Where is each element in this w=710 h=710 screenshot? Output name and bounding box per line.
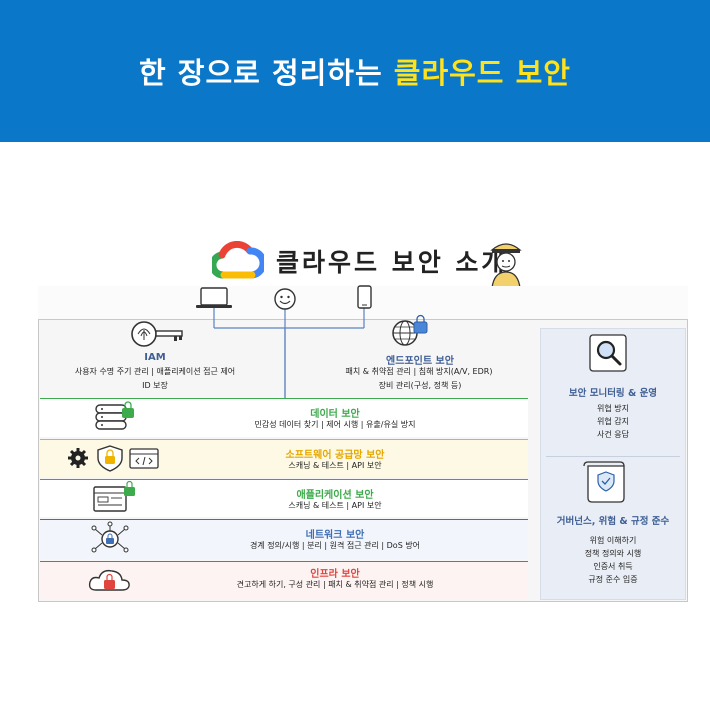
phone-icon (357, 285, 372, 309)
monitoring-item-1: 위협 방지 (597, 404, 629, 413)
layer-infra-desc: 견고하게 하기, 구성 관리 | 패치 & 취약점 관리 | 정책 시행 (236, 580, 434, 589)
banner-title-prefix: 한 장으로 정리하는 (139, 56, 394, 90)
iam-title: IAM (144, 352, 166, 363)
endpoint-title: 엔드포인트 보안 (386, 356, 454, 367)
governance-item-4: 규정 준수 입증 (588, 575, 638, 584)
layer-supply-chain-title: 소프트웨어 공급망 보안 (285, 450, 385, 461)
side-divider (546, 456, 680, 457)
banner-title-highlight: 클라우드 보안 (393, 56, 571, 90)
diagram-header: 클라우드 보안 소개 (212, 236, 507, 286)
iam-line1: 사용자 수명 주기 관리 | 애플리케이션 접근 제어 (74, 367, 236, 376)
monitoring-item-3: 사건 응답 (597, 430, 629, 439)
layer-supply-chain-desc: 스캐닝 & 테스트 | API 보안 (288, 461, 382, 470)
monitoring-item-2: 위협 감지 (597, 417, 629, 426)
layer-network-desc: 경계 정의/시행 | 분리 | 원격 접근 관리 | DoS 방어 (249, 541, 421, 550)
endpoint-line1: 패치 & 취약점 관리 | 침해 방지(A/V, EDR) (345, 367, 493, 376)
banner-title: 한 장으로 정리하는 클라우드 보안 (0, 50, 710, 92)
governance-item-3: 인증서 취득 (593, 562, 633, 571)
banner: 한 장으로 정리하는 클라우드 보안 (0, 0, 710, 142)
mascot-icon (490, 243, 522, 289)
iam-line2: ID 보장 (142, 381, 168, 390)
governance-item-1: 위험 이해하기 (589, 536, 637, 545)
layer-application-title: 애플리케이션 보안 (296, 490, 374, 501)
layer-data-desc: 민감성 데이터 찾기 | 제어 시행 | 유출/유실 방지 (254, 420, 416, 429)
governance-title: 거버넌스, 위험 & 규정 준수 (556, 516, 670, 527)
diagram-title: 클라우드 보안 소개 (276, 248, 508, 277)
layer-application-desc: 스캐닝 & 테스트 | API 보안 (288, 501, 382, 510)
endpoint-line2: 장비 관리(구성, 정책 등) (378, 381, 462, 390)
layer-network (40, 519, 528, 559)
google-cloud-icon (212, 241, 264, 279)
layer-infra-title: 인프라 보안 (310, 569, 360, 580)
layer-network-title: 네트워크 보안 (305, 530, 365, 541)
layer-data-title: 데이터 보안 (310, 409, 360, 420)
governance-item-2: 정책 정의와 시행 (584, 549, 642, 558)
smiley-icon (274, 288, 296, 310)
laptop-icon (196, 287, 232, 308)
monitoring-title: 보안 모니터링 & 운영 (568, 388, 658, 399)
